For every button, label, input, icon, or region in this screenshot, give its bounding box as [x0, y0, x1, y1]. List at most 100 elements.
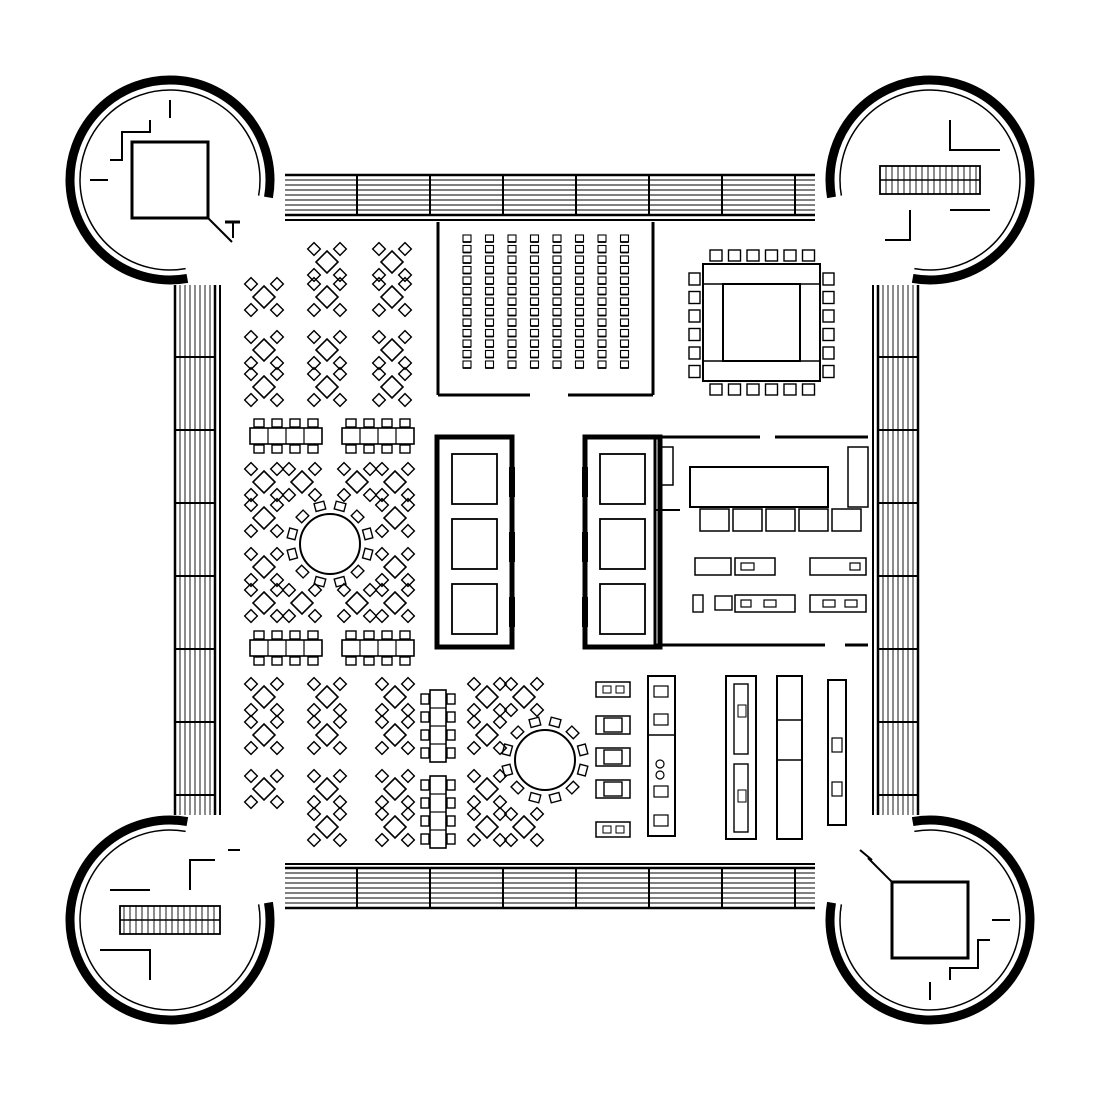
- small-table-set: [243, 768, 285, 810]
- auditorium-seat: [462, 244, 472, 254]
- chair: [269, 302, 285, 318]
- chair: [363, 656, 375, 666]
- square-table: [344, 590, 370, 616]
- chair: [374, 714, 390, 730]
- chair: [466, 740, 482, 756]
- chair: [243, 794, 259, 810]
- chair: [336, 461, 352, 477]
- chair: [503, 832, 519, 848]
- chair: [466, 832, 482, 848]
- chair: [420, 815, 430, 827]
- tower-wall-inner: [79, 829, 261, 1011]
- square-table: [251, 684, 277, 710]
- chair: [399, 444, 411, 454]
- chair: [243, 546, 259, 562]
- auditorium-seat: [507, 339, 517, 348]
- chair: [306, 832, 322, 848]
- auditorium-seat: [462, 307, 472, 317]
- counter-module: [595, 821, 631, 838]
- chair: [243, 302, 259, 318]
- chair: [253, 656, 265, 666]
- square-table: [511, 814, 537, 840]
- tower-core: [879, 120, 1000, 241]
- chair: [374, 806, 390, 822]
- chair: [332, 768, 348, 784]
- auditorium-seat: [462, 286, 472, 296]
- auditorium-seat: [552, 349, 562, 359]
- auditorium-seat: [507, 244, 517, 254]
- auditorium-seat: [484, 318, 495, 327]
- square-table: [382, 776, 408, 802]
- auditorium-seat: [619, 265, 630, 275]
- service-core-right: [582, 434, 663, 650]
- square-table: [382, 469, 408, 495]
- chair: [371, 329, 387, 345]
- small-table-set: [306, 806, 348, 848]
- auditorium-seat: [619, 297, 630, 306]
- chair: [289, 630, 301, 640]
- chair: [764, 383, 779, 396]
- auditorium-seat: [462, 234, 472, 243]
- square-table: [314, 284, 340, 310]
- lift-cab: [451, 453, 498, 505]
- facade: [219, 219, 874, 865]
- chair: [400, 461, 416, 477]
- chair: [286, 527, 299, 541]
- chair: [420, 693, 430, 705]
- square-table: [289, 590, 315, 616]
- auditorium-seat: [619, 244, 630, 254]
- chair: [271, 656, 283, 666]
- small-table-set: [371, 329, 413, 371]
- chair: [576, 763, 589, 777]
- south-west-tower: [65, 815, 275, 1025]
- chair: [306, 276, 322, 292]
- auditorium-seat: [462, 360, 472, 369]
- chair: [374, 572, 390, 588]
- service-module: [653, 713, 669, 726]
- auditorium-seat: [574, 265, 585, 275]
- kitchen-unit: [831, 508, 862, 532]
- chair: [243, 497, 259, 513]
- auditorium-seat: [574, 276, 585, 285]
- chair: [688, 346, 701, 360]
- chair: [528, 791, 542, 804]
- chair: [492, 794, 508, 810]
- chair: [332, 832, 348, 848]
- chair: [374, 676, 390, 692]
- auditorium-seat: [597, 286, 607, 296]
- auditorium-seat: [484, 307, 495, 317]
- shaft-wall: [885, 210, 911, 241]
- chair: [362, 608, 378, 624]
- chair: [350, 509, 365, 524]
- auditorium-seat: [484, 276, 495, 285]
- auditorium-seat: [619, 360, 630, 369]
- auditorium-seat: [507, 255, 517, 264]
- square-table: [314, 722, 340, 748]
- small-table-set: [374, 714, 416, 756]
- lift-cab: [451, 518, 498, 570]
- small-table-set: [243, 276, 285, 318]
- small-table-set: [281, 461, 323, 503]
- square-table: [251, 590, 277, 616]
- tower-core: [90, 100, 233, 243]
- chair: [529, 806, 545, 822]
- chair: [306, 302, 322, 318]
- chair: [688, 272, 701, 286]
- chair: [289, 656, 301, 666]
- auditorium-seat: [529, 286, 540, 296]
- auditorium-seat: [552, 339, 562, 348]
- kitchen-unit: [694, 557, 732, 576]
- auditorium-seat: [597, 244, 607, 254]
- kitchen-cabinet: [847, 446, 869, 508]
- chair: [371, 392, 387, 408]
- chair: [399, 656, 411, 666]
- auditorium-seat: [552, 244, 562, 254]
- lift-cab: [599, 453, 646, 505]
- long-table-set: [249, 630, 323, 666]
- round-table: [514, 729, 576, 791]
- chair: [269, 676, 285, 692]
- lift-cab: [599, 518, 646, 570]
- kitchen-appliance: [714, 595, 733, 611]
- auditorium-seat: [462, 255, 472, 264]
- small-table-set: [306, 276, 348, 318]
